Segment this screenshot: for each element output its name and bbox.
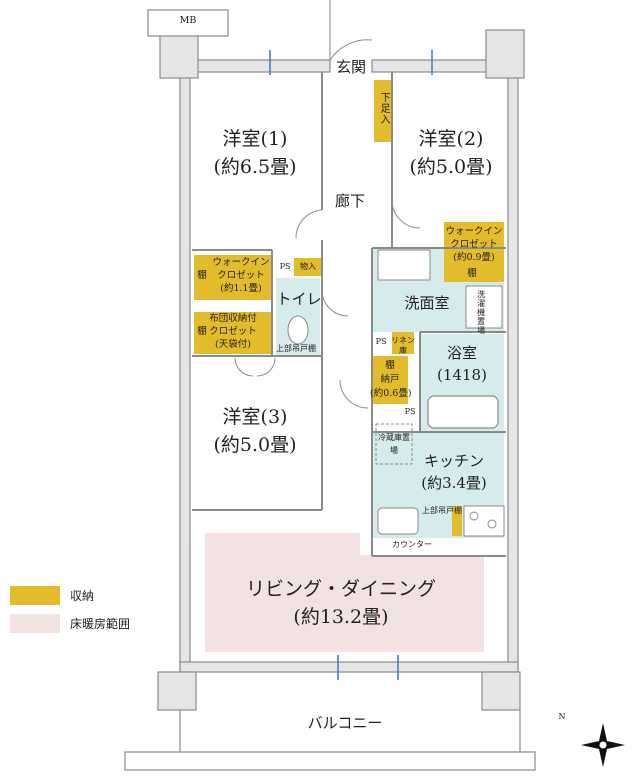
washer-space-label: 洗濯機置場 [476, 290, 486, 335]
futon-label-2: クロゼット [209, 326, 257, 337]
storage-kitchen-shelf [452, 506, 462, 536]
wic2-label-1: ウォークイン [445, 226, 503, 237]
shoes-storage-label: 下足入 [378, 92, 389, 125]
upper-shelf-label-1: 上部吊戸棚 [276, 344, 316, 353]
storage-shoes [374, 80, 392, 142]
balcony-outline [124, 710, 536, 771]
upper-shelf-label-2: 上部吊戸棚 [422, 506, 462, 515]
partitions [192, 72, 506, 557]
futon-label-3: (天袋付) [215, 339, 251, 350]
wash-basin [377, 249, 431, 281]
nando-label-2: (約0.6畳) [370, 388, 412, 399]
storage-wic1 [194, 255, 272, 300]
bathtub [427, 395, 499, 429]
floor-heating-area [205, 533, 484, 652]
wic1-label-1: ウォークイン [212, 257, 270, 268]
shelf-label-4: 棚 [197, 326, 207, 337]
toilet-bowl [287, 315, 309, 345]
shelf-label-3: 棚 [385, 360, 395, 371]
room1-name: 洋室(1) [222, 128, 288, 150]
hallway-label: 廊下 [334, 192, 365, 210]
wic2-label-3: (約0.9畳) [453, 252, 495, 263]
compass-north-label: N [558, 712, 566, 721]
storage-nando [372, 356, 408, 404]
room2-name: 洋室(2) [418, 128, 484, 150]
legend-floor-heating: 床暖房範囲 [10, 614, 130, 633]
ps-label-1: PS [279, 262, 291, 271]
compass-rose [581, 723, 625, 767]
storage-monoire [294, 258, 322, 276]
counter-label: カウンター [392, 540, 432, 549]
mb-label: MB [179, 15, 197, 26]
balcony-label: バルコニー [307, 714, 383, 732]
futon-label-1: 布団収納付 [209, 313, 257, 324]
living-dining-name: リビング・ダイニング [245, 578, 436, 600]
washroom-label: 洗面室 [404, 294, 450, 312]
burner-right [487, 519, 497, 529]
window-marks [269, 50, 433, 680]
fridge-space-label: 冷蔵庫置場 [378, 433, 410, 455]
ps-label-3: PS [404, 407, 416, 416]
storage-linen [392, 332, 414, 354]
wic2-label-2: クロゼット [450, 239, 498, 250]
genkan-label: 玄関 [335, 58, 366, 76]
bath-name: 浴室 [446, 344, 477, 362]
legend-floor-heating-label: 床暖房範囲 [70, 617, 131, 631]
linen-label: リネン庫 [391, 336, 415, 355]
bath-size: (1418) [437, 366, 487, 384]
kitchen-size: (約3.4畳) [421, 474, 487, 492]
room3-name: 洋室(3) [222, 406, 288, 428]
shelf-label-1: 棚 [197, 270, 207, 281]
legend-storage-label: 収納 [70, 589, 95, 603]
door-swings [234, 0, 421, 409]
toilet-label: トイレ [276, 290, 322, 308]
fridge-box [375, 423, 413, 465]
wic1-label-2: クロゼット [217, 270, 265, 281]
kitchen-name: キッチン [423, 452, 484, 470]
room3-size: (約5.0畳) [213, 434, 297, 456]
legend-floor-heating-swatch [10, 614, 60, 633]
room2-size: (約5.0畳) [409, 156, 493, 178]
room1-size: (約6.5畳) [213, 156, 297, 178]
monoire-label: 物入 [300, 262, 316, 271]
shelf-label-2: 棚 [467, 268, 477, 279]
legend-storage-swatch [10, 586, 60, 605]
legend-storage: 収納 [10, 586, 94, 605]
nando-label-1: 納戸 [380, 374, 400, 385]
wic1-label-3: (約1.1畳) [220, 283, 262, 294]
kitchen-sink [377, 507, 419, 535]
stove [463, 505, 505, 537]
ps-label-2: PS [375, 337, 387, 346]
burner-left [469, 511, 479, 521]
washer-box [465, 285, 503, 329]
walls [157, 29, 525, 711]
mb-box [147, 9, 229, 37]
living-dining-size: (約13.2畳) [293, 606, 389, 628]
storage-futon [194, 312, 272, 354]
storage-wic2 [444, 222, 504, 282]
kitchen-floor [372, 432, 504, 502]
